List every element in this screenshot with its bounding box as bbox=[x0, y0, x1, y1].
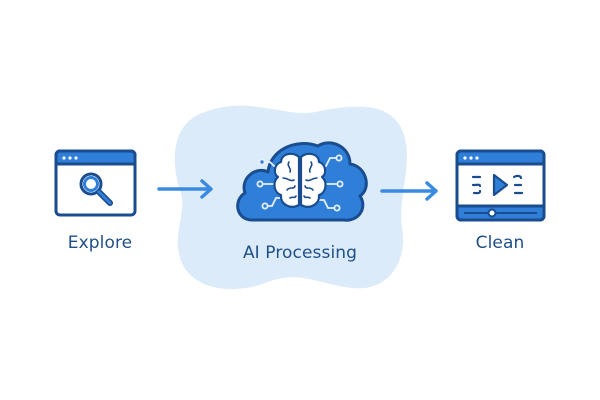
arrow-right-icon bbox=[380, 181, 438, 201]
browser-window-search-icon bbox=[54, 149, 137, 217]
browser-window-video-player-icon bbox=[455, 149, 546, 222]
step-label-ai-processing: AI Processing bbox=[242, 243, 358, 263]
arrow-right-icon bbox=[157, 179, 213, 199]
step-label-explore: Explore bbox=[67, 233, 133, 253]
brain-icon bbox=[273, 152, 327, 208]
step-label-clean: Clean bbox=[475, 233, 525, 253]
cloud-brain-network-icon bbox=[236, 141, 368, 222]
